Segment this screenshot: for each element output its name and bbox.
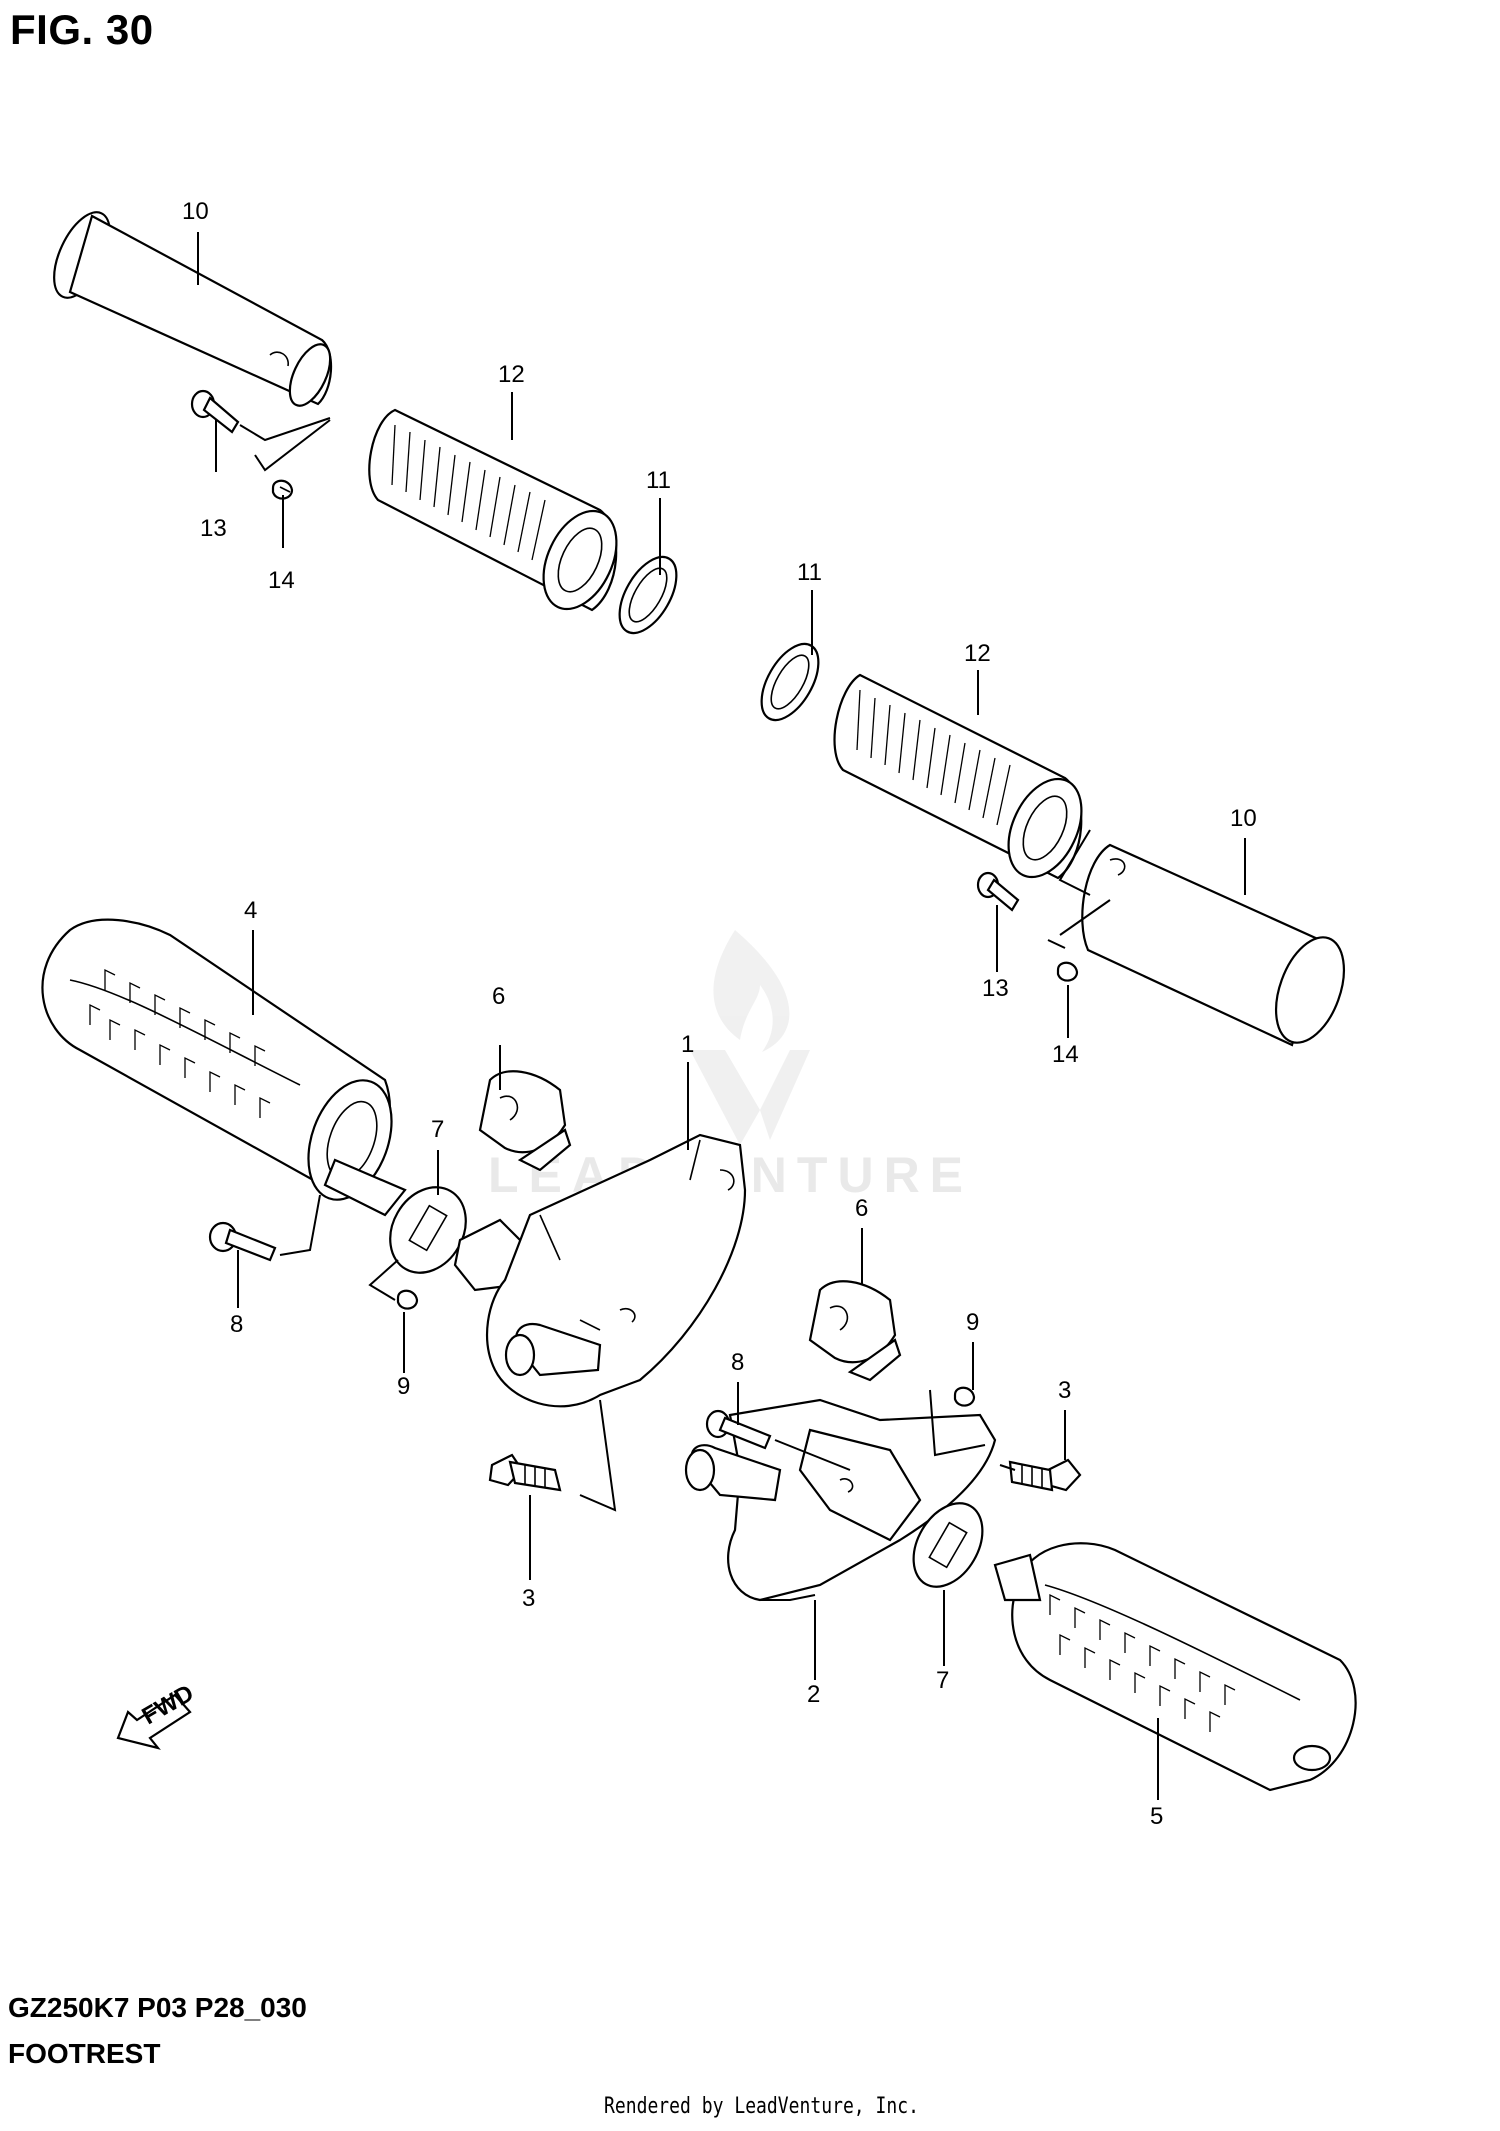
callout-13-upper-left: 13 — [200, 515, 227, 542]
cotter-pin-14-upper-left — [271, 479, 294, 500]
pin-13-right — [976, 871, 1020, 912]
render-credit: Rendered by LeadVenture, Inc. — [604, 2094, 919, 2119]
cotter-pin-9-left — [396, 1289, 419, 1310]
callout-13-right: 13 — [982, 975, 1009, 1002]
callout-6-upper: 6 — [492, 983, 505, 1010]
model-code: GZ250K7 P03 P28_030 — [8, 1992, 307, 2023]
callout-1: 1 — [681, 1031, 694, 1058]
callout-10-upper-left: 10 — [182, 198, 209, 225]
pin-8-right — [705, 1409, 772, 1450]
washer-11-right — [760, 642, 820, 722]
footrest-rubber-12-right — [833, 673, 1083, 880]
passenger-footrest-bar-right — [1081, 843, 1345, 1047]
callout-14-right: 14 — [1052, 1041, 1079, 1068]
callout-9-left: 9 — [397, 1373, 410, 1400]
footrest-5 — [993, 1542, 1357, 1792]
washer-7-left — [389, 1186, 467, 1274]
callout-7-right: 7 — [936, 1667, 949, 1694]
callout-2: 2 — [807, 1681, 820, 1708]
callout-numbers: 10 12 11 13 14 11 12 10 13 14 4 6 1 7 8 … — [182, 198, 1257, 1830]
callout-9-right: 9 — [966, 1309, 979, 1336]
passenger-footrest-bar-left — [53, 211, 333, 407]
footrest-bracket-1 — [485, 1133, 747, 1408]
callout-12-right: 12 — [964, 640, 991, 667]
callout-leaders — [197, 232, 1246, 1800]
callout-3-right: 3 — [1058, 1377, 1071, 1404]
callout-5: 5 — [1150, 1803, 1163, 1830]
washer-11-upper-left — [618, 555, 678, 635]
fwd-arrow-icon: FWD — [116, 1679, 198, 1750]
footrest-4 — [41, 918, 407, 1217]
callout-11-right: 11 — [797, 559, 822, 586]
spring-holder-6-upper — [478, 1070, 572, 1172]
leadventure-logo-icon — [690, 930, 810, 1145]
bolt-3-left — [488, 1453, 562, 1492]
section-name: FOOTREST — [8, 2038, 161, 2069]
footrest-rubber-12-upper-left — [368, 408, 618, 612]
callout-8-right: 8 — [731, 1349, 744, 1376]
footrest-bracket-2 — [684, 1398, 997, 1602]
callout-12-upper-left: 12 — [498, 361, 525, 388]
pin-13-upper-left — [190, 389, 240, 434]
spring-holder-6-lower — [808, 1280, 902, 1382]
callout-6-lower: 6 — [855, 1195, 868, 1222]
callout-11-upper-left: 11 — [646, 467, 671, 494]
callout-10-right: 10 — [1230, 805, 1257, 832]
callout-8-left: 8 — [230, 1311, 243, 1338]
pin-8-left — [208, 1221, 277, 1262]
bolt-3-right — [1008, 1458, 1082, 1492]
callout-7-left: 7 — [431, 1116, 444, 1143]
callout-4: 4 — [244, 897, 257, 924]
cotter-pin-14-right — [1056, 961, 1079, 982]
figure-title: FIG. 30 — [10, 6, 154, 53]
cotter-pin-9-right — [953, 1386, 976, 1407]
callout-14-upper-left: 14 — [268, 567, 295, 594]
washer-7-right — [912, 1502, 984, 1588]
callout-3-left: 3 — [522, 1585, 535, 1612]
